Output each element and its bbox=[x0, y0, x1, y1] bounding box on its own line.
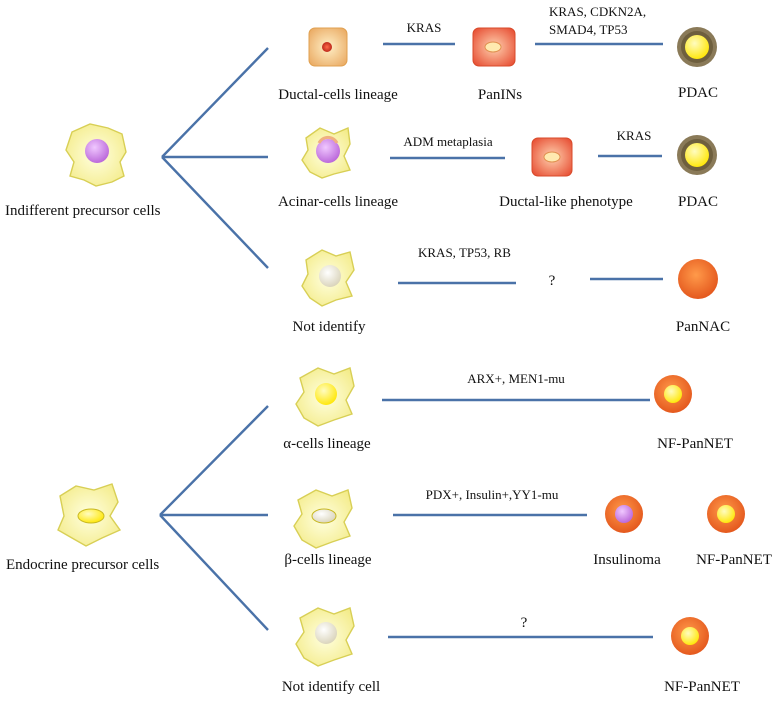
ductal-like-phenotype-label: Ductal-like phenotype bbox=[499, 194, 633, 210]
beta-annotation-genes: PDX+, Insulin+,YY1-mu bbox=[425, 487, 559, 502]
endocrine-precursor-label: Endocrine precursor cells bbox=[6, 557, 160, 573]
beta-lineage-label: β-cells lineage bbox=[284, 552, 372, 568]
ductal-cell bbox=[308, 27, 348, 67]
connection-lines bbox=[159, 42, 663, 639]
indifferent-precursor-label: Indifferent precursor cells bbox=[5, 203, 161, 219]
pdac-label-1: PDAC bbox=[677, 85, 719, 101]
pdac-cell-2 bbox=[677, 135, 717, 175]
alpha-annotation-genes: ARX+, MEN1-mu bbox=[467, 371, 565, 386]
unknown-intermediate-2: ? bbox=[520, 615, 528, 631]
nf-pannet-label-1: NF-PanNET bbox=[657, 436, 733, 452]
acinar-cell bbox=[301, 126, 351, 179]
nf-pannet-cell-2 bbox=[707, 495, 745, 533]
not-identify-annotation-genes: KRAS, TP53, RB bbox=[418, 245, 511, 260]
insulinoma-cell bbox=[605, 495, 643, 533]
nf-pannet-label-2: NF-PanNET bbox=[696, 552, 772, 568]
unidentified-cell-1 bbox=[301, 249, 355, 307]
pannac-cell bbox=[678, 259, 718, 299]
not-identify-label: Not identify bbox=[292, 319, 366, 335]
pdac-label-2: PDAC bbox=[677, 194, 719, 210]
acinar-annotation-kras: KRAS bbox=[616, 128, 652, 143]
indifferent-precursor-cell bbox=[65, 123, 127, 187]
nf-pannet-cell-1 bbox=[654, 375, 692, 413]
ductal-like-cell bbox=[531, 137, 573, 177]
ductal-lineage-label: Ductal-cells lineage bbox=[278, 87, 398, 103]
panin-annotation-genes: KRAS, CDKN2A, SMAD4, TP53 bbox=[549, 4, 647, 37]
pannac-label: PanNAC bbox=[675, 319, 731, 335]
adm-metaplasia-annotation: ADM metaplasia bbox=[403, 134, 493, 149]
ductal-annotation-kras: KRAS bbox=[406, 20, 442, 35]
panin-cell bbox=[472, 27, 516, 67]
unidentified-cell-2 bbox=[295, 607, 355, 667]
panin-label: PanINs bbox=[477, 87, 523, 103]
insulinoma-label: Insulinoma bbox=[593, 552, 661, 568]
endocrine-precursor-cell bbox=[57, 483, 122, 547]
unknown-intermediate-1: ? bbox=[548, 273, 556, 289]
acinar-lineage-label: Acinar-cells lineage bbox=[277, 194, 399, 210]
not-identify-cell-label: Not identify cell bbox=[281, 679, 381, 695]
nf-pannet-label-3: NF-PanNET bbox=[664, 679, 740, 695]
pdac-cell-1 bbox=[677, 27, 717, 67]
alpha-cell bbox=[295, 367, 355, 427]
alpha-lineage-label: α-cells lineage bbox=[283, 436, 371, 452]
nf-pannet-cell-3 bbox=[671, 617, 709, 655]
beta-cell bbox=[293, 489, 353, 549]
